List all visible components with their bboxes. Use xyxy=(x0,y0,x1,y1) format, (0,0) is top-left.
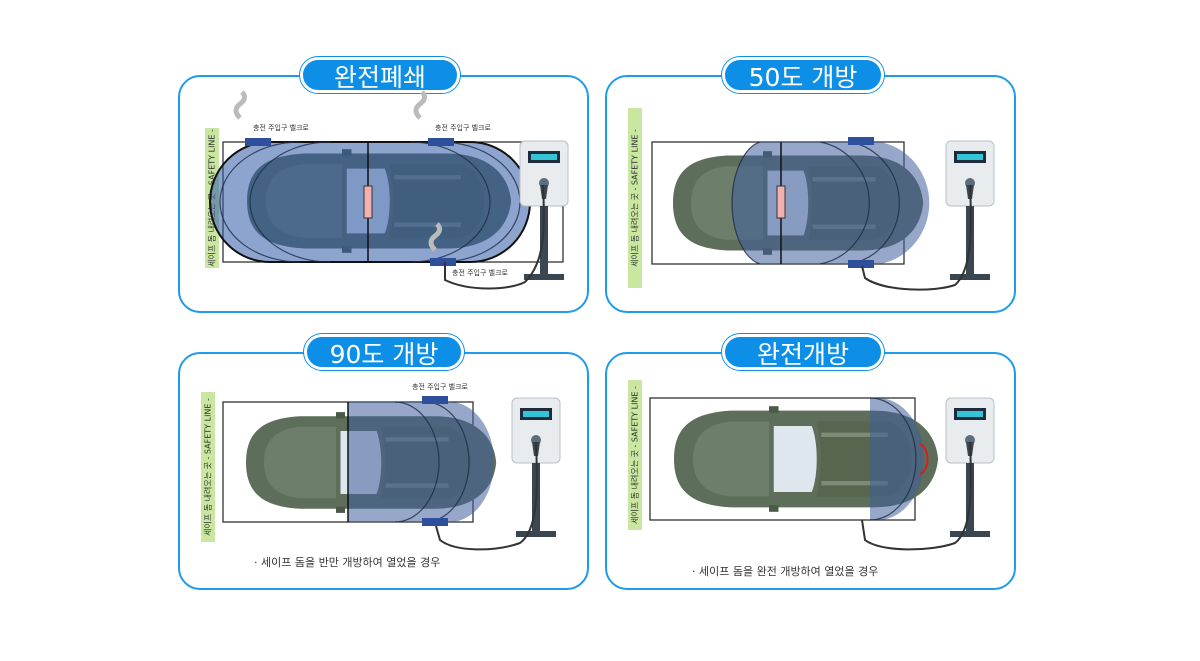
velcro-patch xyxy=(848,260,874,268)
charge-port-label: 충전 주입구 벨크로 xyxy=(253,124,309,132)
velcro-patch xyxy=(422,518,448,526)
charge-port-label: 충전 주입구 벨크로 xyxy=(452,269,508,277)
charge-port-label: 충전 주입구 벨크로 xyxy=(435,124,491,132)
smoke-icon xyxy=(233,90,248,120)
panel-title-open-90: 90도 개방 xyxy=(304,334,464,370)
panel-title-open-50: 50도 개방 xyxy=(722,57,884,93)
charging-cable xyxy=(861,441,972,551)
velcro-patch xyxy=(428,138,454,146)
charging-cable xyxy=(861,184,972,291)
velcro-patch xyxy=(430,258,456,266)
handle-icon xyxy=(919,443,929,475)
safety-line-label: 세이프 돔 내려오는 곳 - SAFETY LINE - xyxy=(628,108,642,288)
panel-title-text: 완전폐쇄 xyxy=(333,63,426,92)
panel-note: · 세이프 돔을 반만 개방하여 열었을 경우 xyxy=(254,556,441,569)
smoke-icon xyxy=(413,90,428,120)
safety-dome xyxy=(348,402,494,522)
panel-title-text: 완전개방 xyxy=(756,340,849,369)
panel-title-fully-closed: 완전폐쇄 xyxy=(300,57,460,93)
safety-line-label: 세이프 돔 내려오는 곳 - SAFETY LINE - xyxy=(201,392,215,542)
charging-cable xyxy=(435,441,538,551)
panel-note: · 세이프 돔을 완전 개방하여 열었을 경우 xyxy=(692,565,879,578)
velcro-patch xyxy=(848,137,874,145)
charge-port-label: 충전 주입구 벨크로 xyxy=(412,383,468,391)
charging-cable xyxy=(444,184,545,290)
panel-title-fully-open: 완전개방 xyxy=(722,334,884,370)
panel-title-text: 90도 개방 xyxy=(329,340,439,369)
panel-title-text: 50도 개방 xyxy=(748,63,858,92)
safety-line-label: 세이프 돔 내려오는 곳 - SAFETY LINE - xyxy=(628,380,642,530)
smoke-icon xyxy=(428,222,443,252)
velcro-patch xyxy=(422,396,448,404)
velcro-patch xyxy=(245,138,271,146)
